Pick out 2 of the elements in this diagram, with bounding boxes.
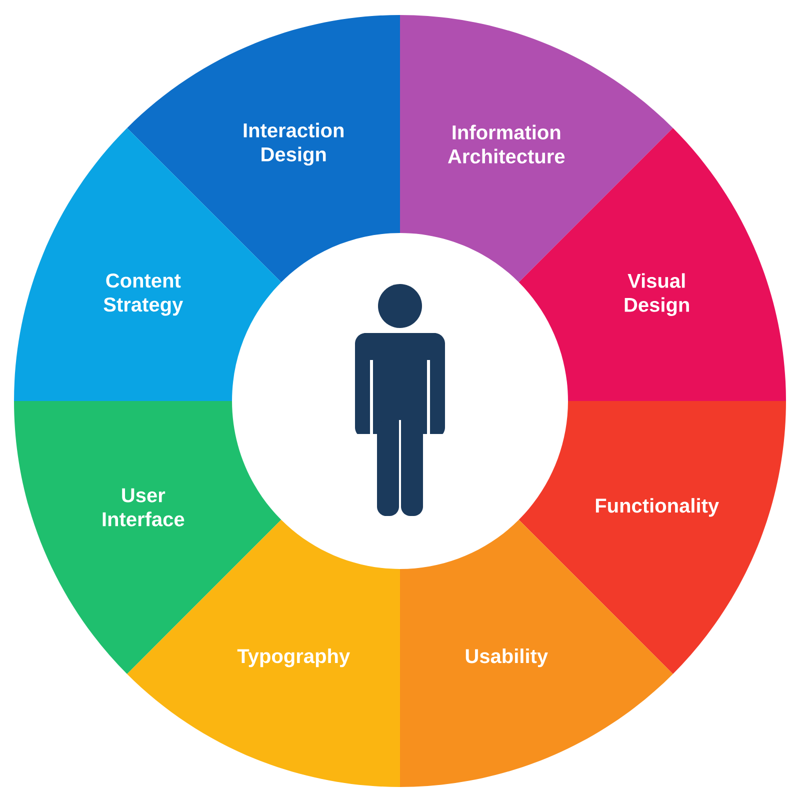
person-drawing (355, 284, 445, 516)
wheel-segment: Usability (400, 520, 673, 787)
